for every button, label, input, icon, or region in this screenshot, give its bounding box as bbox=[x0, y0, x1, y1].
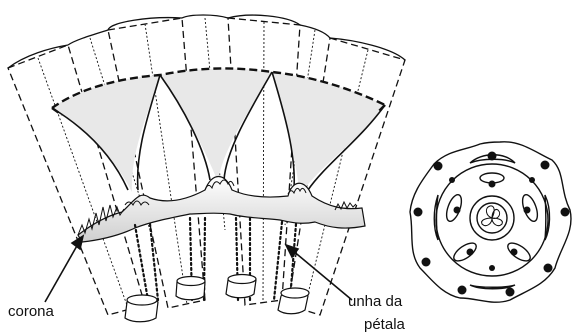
stamen-oval-3 bbox=[505, 240, 533, 265]
floral-diagram bbox=[410, 142, 571, 302]
label-unha-line2: pétala bbox=[364, 316, 406, 333]
stamen-oval-5 bbox=[444, 193, 465, 223]
label-corona: corona bbox=[8, 303, 55, 320]
petal-tops bbox=[8, 15, 405, 68]
stamen-oval-2 bbox=[520, 193, 541, 223]
ovary-locules bbox=[482, 206, 503, 226]
corona bbox=[78, 177, 365, 243]
petal-crescent-4 bbox=[434, 195, 438, 240]
flower-section bbox=[8, 15, 405, 322]
stamen-filaments bbox=[135, 218, 296, 300]
stamen-oval-4 bbox=[451, 240, 479, 265]
label-unha-line1: unha da bbox=[348, 293, 403, 310]
anther-cylinders bbox=[125, 275, 309, 322]
